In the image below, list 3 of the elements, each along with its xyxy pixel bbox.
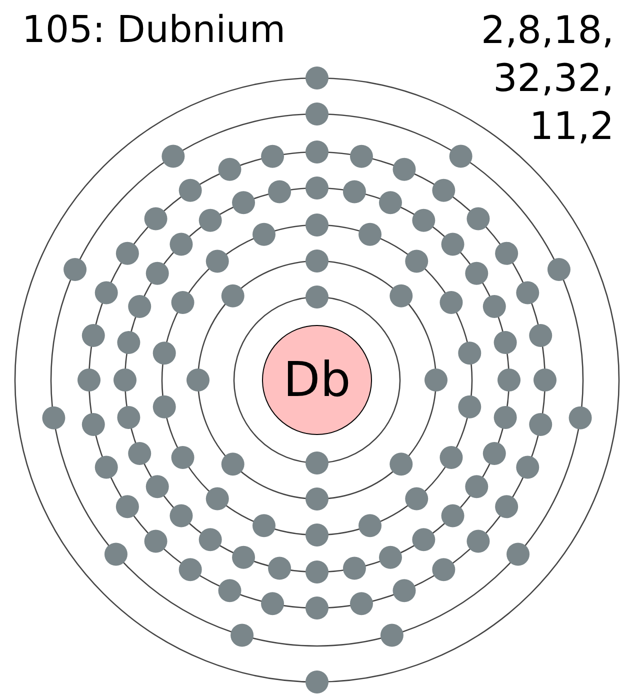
title: 105: Dubnium <box>22 7 286 53</box>
element-symbol: Db <box>283 356 351 404</box>
shell-configuration-label: 2,8,18, 32,32, 11,2 <box>480 7 614 150</box>
